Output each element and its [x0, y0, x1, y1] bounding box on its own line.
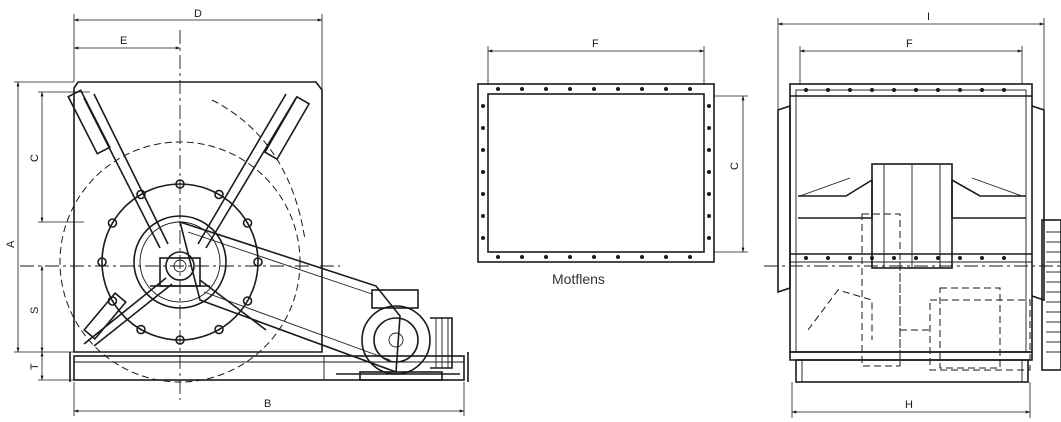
- motor-flange-caption: Motflens: [552, 271, 605, 287]
- dim-label-i: I: [927, 11, 930, 23]
- dim-label-s: S: [29, 307, 41, 314]
- motor-flange-view: F C Motflens: [477, 38, 748, 287]
- dim-label-t: T: [29, 363, 41, 370]
- dim-label-b: B: [264, 398, 271, 410]
- front-view: I F H: [764, 11, 1061, 418]
- dim-label-a: A: [5, 240, 17, 248]
- dim-label-h: H: [905, 399, 913, 411]
- side-view: D E B A C S T: [5, 8, 469, 416]
- dim-label-c-flange: C: [729, 162, 741, 170]
- dim-label-f-front: F: [906, 38, 913, 50]
- dim-label-d: D: [194, 8, 202, 20]
- dim-label-e: E: [120, 35, 127, 47]
- dim-label-f-flange: F: [592, 38, 599, 50]
- dim-label-c-side: C: [29, 154, 41, 162]
